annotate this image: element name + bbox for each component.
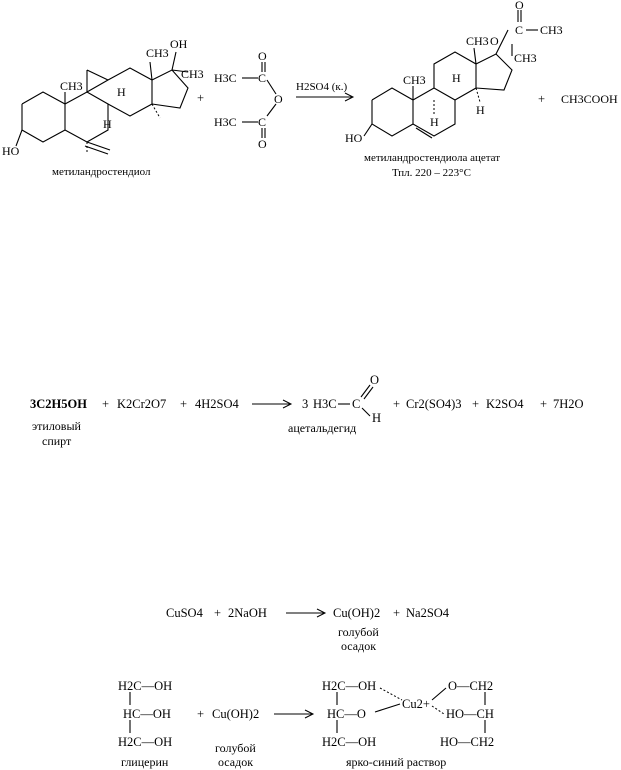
r3-product1-label-line2: осадок xyxy=(341,639,376,653)
r1-ho: HO xyxy=(2,144,20,158)
r2-reactant1-label-line2: спирт xyxy=(42,434,72,448)
r2-product-o: O xyxy=(370,373,379,387)
p1-melting: Тпл. 220 – 223°С xyxy=(392,167,471,179)
r1-arrow-icon xyxy=(344,92,355,102)
anh-h3c-top: H3C xyxy=(214,71,237,85)
complex-l3: H2C—OH xyxy=(322,735,376,749)
r1-oh-top: OH xyxy=(170,37,188,51)
r2-product-label: ацетальдегид xyxy=(288,421,356,435)
r2-reactant3: 4H2SO4 xyxy=(195,397,240,411)
r3-reactant2: 2NaOH xyxy=(228,606,267,620)
r1-ch3-top: CH3 xyxy=(146,46,169,60)
r1-h-lower: H xyxy=(103,117,112,131)
r3-product1-label-line1: голубой xyxy=(338,625,379,639)
r3-plus1: + xyxy=(214,606,221,620)
anh-h3c-bottom: H3C xyxy=(214,115,237,129)
r3-product1: Cu(OH)2 xyxy=(333,606,380,620)
r2-product4: 7H2O xyxy=(553,397,584,411)
p1-ch3-ring: CH3 xyxy=(403,73,426,87)
p1-o-carbonyl: O xyxy=(515,0,524,12)
r2-plus5: + xyxy=(540,397,547,411)
acetic-anhydride-structure xyxy=(242,62,277,138)
r2-plus4: + xyxy=(472,397,479,411)
r4-arrow-icon xyxy=(304,709,315,719)
complex-cu: Cu2+ xyxy=(402,697,430,711)
glycerol-row2: HC—OH xyxy=(123,707,171,721)
glycerol-row3: H2C—OH xyxy=(118,735,172,749)
p1-h-lower-left: H xyxy=(430,115,439,129)
r2-product-h: H xyxy=(372,411,381,425)
p1-ch3-top: CH3 xyxy=(466,34,489,48)
r1-ch3-right: CH3 xyxy=(181,67,204,81)
p1-ch3-side: CH3 xyxy=(514,51,537,65)
r1-catalyst: H2SO4 (к.) xyxy=(296,81,348,93)
r1-byproduct: CH3COOH xyxy=(561,92,618,106)
anh-c-top: C xyxy=(258,71,266,85)
r1-h-center: H xyxy=(117,85,126,99)
complex-r2: HO—CH xyxy=(446,707,494,721)
complex-r1: O—CH2 xyxy=(448,679,493,693)
anh-c-bottom: C xyxy=(258,115,266,129)
glycerol-row1: H2C—OH xyxy=(118,679,172,693)
anh-o-bottom: O xyxy=(258,137,267,151)
r4-reagent-label-line2: осадок xyxy=(218,755,253,769)
r2-arrow-icon xyxy=(282,399,293,409)
r4-plus: + xyxy=(197,707,204,721)
p1-label: метиландростендиола ацетат xyxy=(364,152,500,164)
anh-o-mid: O xyxy=(274,92,283,106)
p1-c: C xyxy=(515,23,523,37)
r2-reactant1-label-line1: этиловый xyxy=(32,419,82,433)
r3-plus2: + xyxy=(393,606,400,620)
r2-plus2: + xyxy=(180,397,187,411)
copper-glycerate-complex xyxy=(336,687,486,733)
r4-reagent: Cu(OH)2 xyxy=(212,707,259,721)
r2-product-coef: 3 xyxy=(302,397,308,411)
methylandrostenediol-structure xyxy=(15,51,189,155)
r1-ch3-ring: CH3 xyxy=(60,79,83,93)
r2-reactant1: 3C2H5OH xyxy=(30,397,87,411)
r2-plus3: + xyxy=(393,397,400,411)
r1-plus1: + xyxy=(197,91,204,105)
p1-ch3-acetyl: CH3 xyxy=(540,23,563,37)
methylandrostenediol-acetate-structure xyxy=(363,10,538,139)
r3-product2: Na2SO4 xyxy=(406,606,450,620)
p1-ho: HO xyxy=(345,131,363,145)
r2-product2: Cr2(SO4)3 xyxy=(406,397,462,411)
r1-plus2: + xyxy=(538,92,545,106)
anh-o-top: O xyxy=(258,49,267,63)
glycerol-label: глицерин xyxy=(121,755,169,769)
p1-h-lower-right: H xyxy=(476,103,485,117)
r2-reactant2: K2Cr2O7 xyxy=(117,397,166,411)
p1-h-center: H xyxy=(452,71,461,85)
r4-reagent-label-line1: голубой xyxy=(215,741,256,755)
r2-product-c: C xyxy=(352,397,360,411)
complex-label: ярко-синий раствор xyxy=(346,755,446,769)
complex-l2: HC—O xyxy=(327,707,366,721)
r2-product3: K2SO4 xyxy=(486,397,524,411)
complex-l1: H2C—OH xyxy=(322,679,376,693)
r2-plus1: + xyxy=(102,397,109,411)
r3-reactant1: CuSO4 xyxy=(166,606,204,620)
p1-o: O xyxy=(490,34,499,48)
r3-arrow-icon xyxy=(316,608,327,618)
r1-reactant-label: метиландростендиол xyxy=(52,166,151,178)
complex-r3: HO—CH2 xyxy=(440,735,494,749)
r2-product-h3c: H3C xyxy=(313,397,337,411)
